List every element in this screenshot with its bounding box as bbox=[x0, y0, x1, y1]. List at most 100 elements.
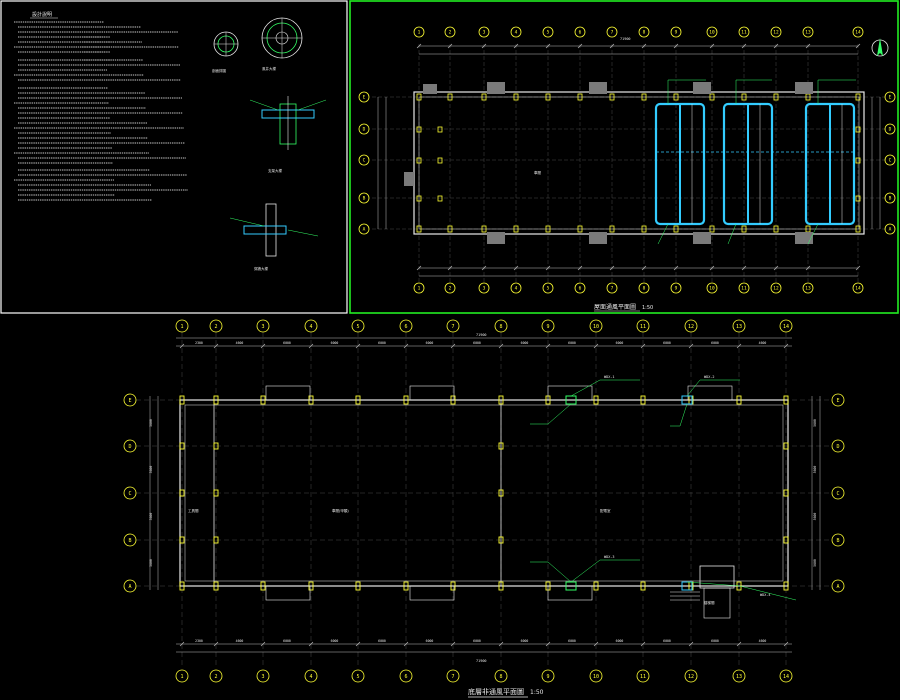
ground-grid-bubble-3: 3 bbox=[256, 319, 270, 333]
roof-grid-bubble-right-D: D bbox=[884, 123, 896, 135]
svg-text:WDX-3: WDX-3 bbox=[604, 555, 615, 559]
svg-text:9: 9 bbox=[675, 30, 678, 36]
roof-room-label: 車間 bbox=[534, 170, 542, 175]
svg-text:5: 5 bbox=[547, 286, 550, 292]
svg-text:5600: 5600 bbox=[813, 419, 817, 427]
roof-grid-bubble-right-C: C bbox=[884, 154, 896, 166]
svg-text:14: 14 bbox=[783, 324, 789, 330]
svg-text:5600: 5600 bbox=[149, 513, 153, 521]
ground-grid-bubble-bottom-5: 5 bbox=[351, 669, 365, 683]
roof-grid-bubble-bottom-4: 4 bbox=[510, 282, 522, 294]
ground-grid-bubble-bottom-6: 6 bbox=[399, 669, 413, 683]
svg-text:B: B bbox=[889, 196, 892, 202]
svg-text:12: 12 bbox=[773, 286, 779, 292]
svg-text:4600: 4600 bbox=[759, 341, 767, 345]
svg-text:D: D bbox=[128, 444, 131, 450]
svg-text:1: 1 bbox=[180, 674, 183, 680]
ground-grid-bubble-1: 1 bbox=[175, 319, 189, 333]
roof-grid-bubble-3: 3 bbox=[478, 26, 490, 38]
roof-grid-bubble-8: 8 bbox=[638, 26, 650, 38]
svg-text:D: D bbox=[889, 127, 892, 133]
svg-text:2300: 2300 bbox=[195, 341, 203, 345]
svg-text:9: 9 bbox=[546, 674, 549, 680]
svg-text:C: C bbox=[363, 158, 366, 164]
svg-text:6000: 6000 bbox=[378, 639, 386, 643]
roof-grid-bubble-A: A bbox=[358, 223, 370, 235]
room-label-center: 車間(甲類) bbox=[332, 508, 349, 513]
ground-grid-bubble-14: 14 bbox=[779, 319, 793, 333]
svg-text:E: E bbox=[836, 398, 839, 404]
roof-grid-bubble-4: 4 bbox=[510, 26, 522, 38]
svg-text:WDX-4: WDX-4 bbox=[760, 593, 771, 597]
ground-grid-bubble-bottom-10: 10 bbox=[589, 669, 603, 683]
svg-text:1: 1 bbox=[418, 286, 421, 292]
svg-text:7: 7 bbox=[451, 324, 454, 330]
svg-text:6: 6 bbox=[579, 30, 582, 36]
ground-grid-bubble-bottom-3: 3 bbox=[256, 669, 270, 683]
ground-grid-bubble-right-D: D bbox=[831, 439, 845, 453]
roof-building-outline bbox=[413, 91, 865, 235]
svg-text:6000: 6000 bbox=[331, 341, 339, 345]
svg-text:3: 3 bbox=[483, 30, 486, 36]
svg-text:5: 5 bbox=[356, 674, 359, 680]
ground-grid-bubble-right-C: C bbox=[831, 486, 845, 500]
svg-text:4600: 4600 bbox=[236, 639, 244, 643]
ground-overall-dim-bottom: 71900 bbox=[476, 659, 487, 663]
svg-text:4: 4 bbox=[309, 674, 312, 680]
svg-text:A: A bbox=[363, 227, 366, 233]
roof-grid-bubble-7: 7 bbox=[606, 26, 618, 38]
notes-text-block bbox=[14, 21, 188, 201]
svg-text:穿牆大樣: 穿牆大樣 bbox=[254, 266, 268, 271]
ground-grid-bubble-right-A: A bbox=[831, 579, 845, 593]
svg-text:9: 9 bbox=[675, 286, 678, 292]
svg-text:5600: 5600 bbox=[149, 466, 153, 474]
svg-text:7: 7 bbox=[611, 286, 614, 292]
ground-equipment-tags: WDX-1 WDX-2 WDX-3 WDX-4 bbox=[604, 375, 771, 597]
detail-c: 支架大樣 bbox=[249, 96, 327, 173]
svg-text:WDX-1: WDX-1 bbox=[604, 375, 615, 379]
svg-text:5: 5 bbox=[547, 30, 550, 36]
roof-grid-bubble-10: 10 bbox=[706, 26, 718, 38]
roof-grid-bubble-2: 2 bbox=[444, 26, 456, 38]
svg-text:1: 1 bbox=[418, 30, 421, 36]
svg-text:6000: 6000 bbox=[711, 341, 719, 345]
roof-equipment-pads bbox=[404, 82, 813, 244]
ground-grid-bubble-bottom-4: 4 bbox=[304, 669, 318, 683]
svg-text:14: 14 bbox=[855, 30, 861, 36]
detail-a: 剖面詳圖 bbox=[212, 31, 239, 73]
roof-grid-bubble-right-B: B bbox=[884, 192, 896, 204]
svg-text:8: 8 bbox=[643, 30, 646, 36]
notes-sheet-frame[interactable] bbox=[0, 0, 348, 314]
ground-stair-block: 樓梯間 bbox=[670, 565, 735, 619]
ground-grid-bubble-E: E bbox=[123, 393, 137, 407]
roof-plan-title: 屋面通風平面圖 bbox=[594, 303, 636, 311]
svg-text:6000: 6000 bbox=[426, 341, 434, 345]
svg-text:6000: 6000 bbox=[426, 639, 434, 643]
svg-text:E: E bbox=[889, 95, 892, 101]
svg-text:7: 7 bbox=[611, 30, 614, 36]
svg-text:A: A bbox=[889, 227, 892, 233]
svg-text:6000: 6000 bbox=[378, 341, 386, 345]
roof-grid-bubble-bottom-13: 13 bbox=[802, 282, 814, 294]
svg-text:13: 13 bbox=[736, 674, 742, 680]
ground-grid-bubble-bottom-11: 11 bbox=[636, 669, 650, 683]
svg-text:6000: 6000 bbox=[568, 639, 576, 643]
ground-grid-bubble-11: 11 bbox=[636, 319, 650, 333]
svg-text:B: B bbox=[363, 196, 366, 202]
roof-grid-bubble-bottom-3: 3 bbox=[478, 282, 490, 294]
ground-grid-bubble-7: 7 bbox=[446, 319, 460, 333]
svg-text:12: 12 bbox=[688, 674, 694, 680]
roof-grid-bubble-14: 14 bbox=[852, 26, 864, 38]
svg-text:2: 2 bbox=[449, 286, 452, 292]
room-label-right: 配電室 bbox=[600, 508, 611, 513]
room-label-left: 工具間 bbox=[188, 508, 199, 513]
roof-plan-sheet-frame[interactable] bbox=[349, 0, 899, 314]
svg-text:6000: 6000 bbox=[521, 639, 529, 643]
roof-grid-bubble-11: 11 bbox=[738, 26, 750, 38]
svg-text:5600: 5600 bbox=[813, 466, 817, 474]
roof-grid-bubble-bottom-7: 7 bbox=[606, 282, 618, 294]
ground-grid-bubble-2: 2 bbox=[209, 319, 223, 333]
svg-text:6: 6 bbox=[404, 674, 407, 680]
svg-text:8: 8 bbox=[499, 324, 502, 330]
ground-grid-bubble-bottom-13: 13 bbox=[732, 669, 746, 683]
